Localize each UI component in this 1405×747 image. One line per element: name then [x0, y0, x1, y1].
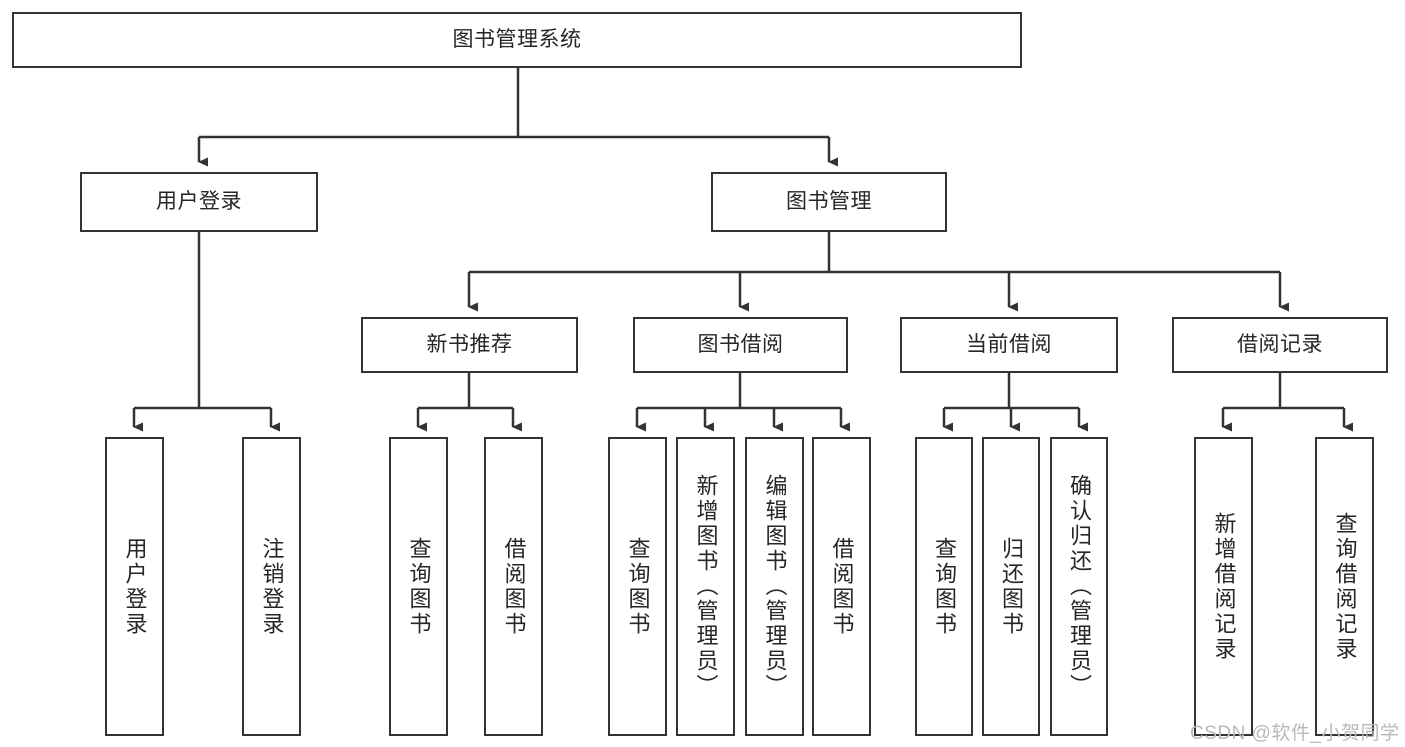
node-label: 借阅图书: [501, 536, 527, 637]
node-label: 确认归还（管理员）: [1067, 474, 1092, 699]
node-label: 借阅图书: [829, 536, 855, 637]
node-label: 查询图书: [932, 536, 957, 637]
node-label: 编辑图书（管理员）: [762, 474, 788, 699]
node-leaf-confirm-return-admin[interactable]: 确认归还（管理员）: [1050, 437, 1108, 736]
node-current-borrow[interactable]: 当前借阅: [900, 317, 1118, 373]
node-leaf-add-book-admin[interactable]: 新增图书（管理员）: [676, 437, 735, 736]
node-root[interactable]: 图书管理系统: [12, 12, 1022, 68]
node-label: 图书借阅: [697, 332, 784, 356]
node-leaf-query-book-borrow[interactable]: 查询图书: [608, 437, 667, 736]
node-book-management[interactable]: 图书管理: [711, 172, 947, 232]
node-label: 新增图书（管理员）: [693, 474, 719, 699]
node-label: 归还图书: [999, 536, 1024, 637]
connector-lines: [132, 68, 1353, 432]
node-new-book-recommend[interactable]: 新书推荐: [361, 317, 578, 373]
node-leaf-return-book[interactable]: 归还图书: [982, 437, 1040, 736]
node-label: 查询图书: [406, 536, 432, 637]
node-label: 新增借阅记录: [1211, 511, 1237, 662]
node-leaf-add-borrow-record[interactable]: 新增借阅记录: [1194, 437, 1253, 736]
node-label: 图书管理系统: [452, 27, 582, 51]
node-label: 查询图书: [625, 536, 651, 637]
node-leaf-query-book-recommend[interactable]: 查询图书: [389, 437, 448, 736]
node-leaf-query-book-current[interactable]: 查询图书: [915, 437, 973, 736]
node-leaf-user-login[interactable]: 用户登录: [105, 437, 164, 736]
node-label: 当前借阅: [966, 332, 1052, 356]
node-label: 用户登录: [122, 536, 148, 637]
node-book-borrow[interactable]: 图书借阅: [633, 317, 848, 373]
node-label: 用户登录: [156, 189, 242, 213]
node-leaf-query-borrow-record[interactable]: 查询借阅记录: [1315, 437, 1374, 736]
node-leaf-borrow-book-recommend[interactable]: 借阅图书: [484, 437, 543, 736]
node-label: 借阅记录: [1237, 332, 1323, 356]
node-label: 注销登录: [259, 536, 285, 637]
watermark-text: CSDN @软件_小贺同学: [1190, 723, 1400, 744]
node-leaf-logout-login[interactable]: 注销登录: [242, 437, 301, 736]
node-label: 查询借阅记录: [1332, 511, 1358, 662]
node-borrow-record[interactable]: 借阅记录: [1172, 317, 1388, 373]
node-user-login[interactable]: 用户登录: [80, 172, 318, 232]
node-leaf-edit-book-admin[interactable]: 编辑图书（管理员）: [745, 437, 804, 736]
node-label: 新书推荐: [426, 332, 513, 356]
node-leaf-borrow-book[interactable]: 借阅图书: [812, 437, 871, 736]
node-label: 图书管理: [786, 189, 872, 213]
